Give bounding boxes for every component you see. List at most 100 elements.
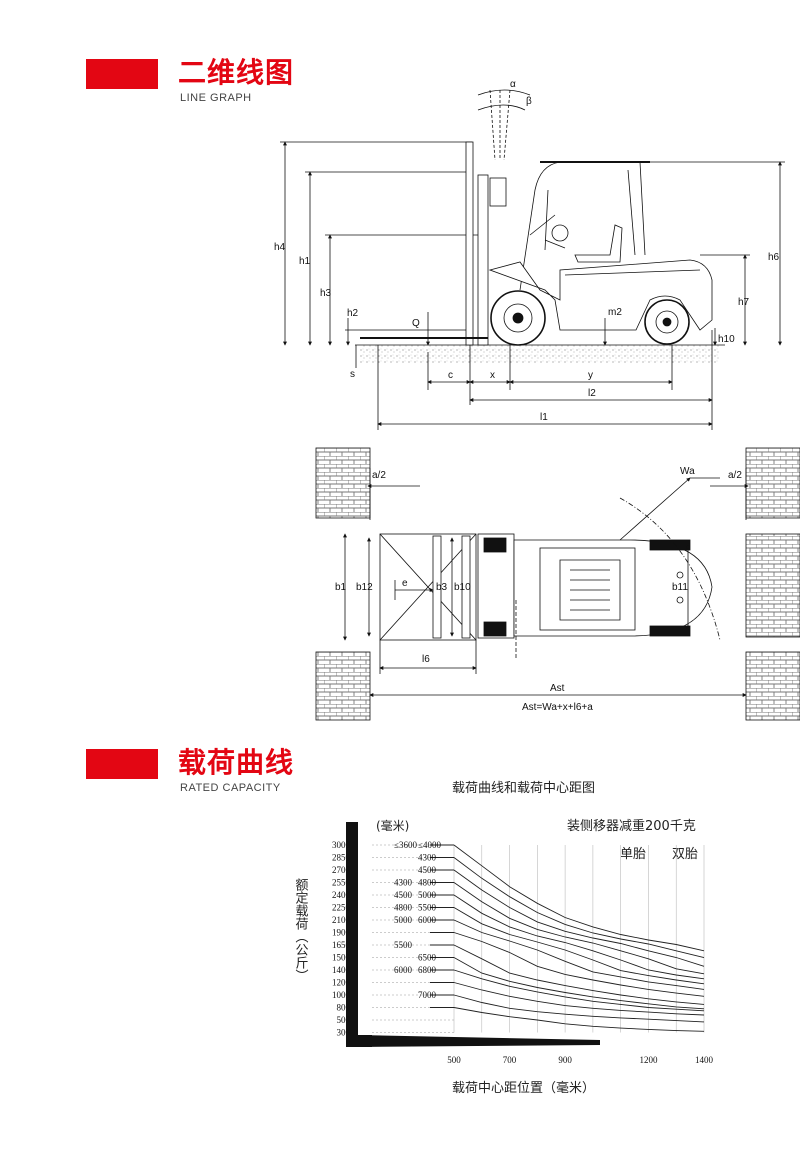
chart-title: 载荷曲线和载荷中心距图 xyxy=(452,781,595,796)
mast-height-single: 5000 xyxy=(394,915,413,925)
section-marker-line-graph xyxy=(86,59,158,89)
y-tick-label: 2100 xyxy=(332,915,351,925)
mast-height-double: 6500 xyxy=(418,953,437,963)
capacity-curve-2 xyxy=(453,869,705,967)
tilt-angle-alpha-arc xyxy=(477,89,531,96)
capacity-curve-3 xyxy=(453,882,705,975)
capacity-curve-9 xyxy=(453,957,705,1010)
top-view-labels: a/2 a/2 Wa b1 b12 e b3 b10 b11 l6 Ast As… xyxy=(335,466,742,713)
mast-height-single: 4500 xyxy=(394,890,413,900)
label-l1: l1 xyxy=(540,412,548,423)
x-axis-title: 载荷中心距位置（毫米） xyxy=(452,1080,595,1096)
capacity-curve-5 xyxy=(453,907,705,985)
capacity-curve-10 xyxy=(453,969,705,1012)
legend-double-tire: 双胎 xyxy=(672,847,698,862)
label-s: s xyxy=(350,369,355,380)
mast-height-single: 6000 xyxy=(394,965,413,975)
label-alpha: α xyxy=(510,79,516,90)
mast-height-double: 5000 xyxy=(418,890,437,900)
x-tick-label: 1200 xyxy=(639,1055,658,1065)
label-a2-right: a/2 xyxy=(728,470,742,481)
label-a2-left: a/2 xyxy=(372,470,386,481)
label-b12: b12 xyxy=(356,582,373,593)
label-h3: h3 xyxy=(320,288,332,299)
capacity-curve-1 xyxy=(453,857,705,958)
x-tick-label: 900 xyxy=(558,1055,572,1065)
y-tick-label: 1400 xyxy=(332,965,351,975)
y-tick-label: 2550 xyxy=(332,878,351,888)
y-tick-label: 500 xyxy=(337,1015,351,1025)
capacity-curve-6 xyxy=(453,919,705,990)
section-title-rated-capacity: 载荷曲线 xyxy=(178,746,295,779)
y-tick-label: 2400 xyxy=(332,890,351,900)
turning-radius-arc xyxy=(619,497,721,641)
capacity-curve-13 xyxy=(453,1007,705,1032)
mast-outer xyxy=(465,141,474,346)
label-m2: m2 xyxy=(608,307,622,318)
y-tick-label: 1000 xyxy=(332,990,351,1000)
label-l6: l6 xyxy=(422,654,430,665)
label-b10: b10 xyxy=(454,582,471,593)
y-tick-label: 1650 xyxy=(332,940,351,950)
label-x: x xyxy=(490,370,495,381)
unit-label: (毫米) xyxy=(376,818,409,833)
operator-seat xyxy=(574,224,623,263)
label-h7: h7 xyxy=(738,297,750,308)
label-b11: b11 xyxy=(672,582,688,593)
capacity-curve-12 xyxy=(453,994,705,1023)
wall-block-top-left xyxy=(315,447,371,519)
mast-inner xyxy=(477,174,489,346)
legend-single-tire: 单胎 xyxy=(620,847,646,862)
label-ast-formula: Ast=Wa+x+l6+a xyxy=(522,702,593,713)
label-y: y xyxy=(588,370,593,381)
mast-height-double: 6000 xyxy=(418,915,437,925)
label-l2: l2 xyxy=(588,388,596,399)
section-marker-rated-capacity xyxy=(86,749,158,779)
wall-block-middle-right xyxy=(745,533,800,638)
side-view-labels: α β h4 h1 h3 h2 Q m2 h6 h7 h10 s c x y l… xyxy=(274,79,780,423)
y-tick-label: 3000 xyxy=(332,840,351,850)
mast-height-double: 4500 xyxy=(418,865,437,875)
mast-height-double: 7000 xyxy=(418,990,437,1000)
label-q: Q xyxy=(412,318,420,329)
truck-body xyxy=(488,259,713,331)
load-chart: 载荷曲线和载荷中心距图 装侧移器减重200千克 单胎 双胎 (毫米) 载荷中心距… xyxy=(293,781,714,1096)
chart-lines xyxy=(430,844,705,1032)
label-h4: h4 xyxy=(274,242,286,253)
capacity-curve-11 xyxy=(453,982,705,1016)
label-b1: b1 xyxy=(335,582,347,593)
label-c: c xyxy=(448,370,453,381)
top-view-drawing xyxy=(315,447,800,721)
wall-block-bottom-right xyxy=(745,651,800,721)
ground-hatch xyxy=(360,345,720,363)
chart-note: 装侧移器减重200千克 xyxy=(567,818,696,834)
capacity-curve-0 xyxy=(453,844,705,952)
capacity-curve-7 xyxy=(453,932,705,997)
y-tick-label: 1500 xyxy=(332,953,351,963)
dim-wa xyxy=(619,477,691,541)
x-tick-label: 700 xyxy=(503,1055,517,1065)
wall-block-top-right xyxy=(745,447,800,519)
label-h10: h10 xyxy=(718,334,735,345)
label-h1: h1 xyxy=(299,256,311,267)
y-tick-label: 300 xyxy=(337,1028,351,1038)
section-subtitle-rated-capacity: RATED CAPACITY xyxy=(180,782,281,794)
mast-height-single: 4800 xyxy=(394,903,413,913)
y-tick-label: 2250 xyxy=(332,903,351,913)
x-tick-label: 500 xyxy=(447,1055,461,1065)
y-tick-label: 2850 xyxy=(332,853,351,863)
mast-height-single: 4300 xyxy=(394,878,413,888)
label-wa: Wa xyxy=(680,466,695,477)
capacity-curve-4 xyxy=(453,894,705,980)
label-h2: h2 xyxy=(347,308,359,319)
y-axis-title: 额定载荷（公斤） xyxy=(293,878,309,982)
mast-height-single: ≤3600 xyxy=(394,840,417,850)
y-tick-label: 1200 xyxy=(332,978,351,988)
label-e: e xyxy=(402,578,408,589)
label-beta: β xyxy=(526,96,532,107)
wall-block-bottom-left xyxy=(315,651,371,721)
mast-height-double: 5500 xyxy=(418,903,437,913)
y-tick-label: 800 xyxy=(337,1003,351,1013)
section-title-line-graph: 二维线图 xyxy=(178,56,295,89)
